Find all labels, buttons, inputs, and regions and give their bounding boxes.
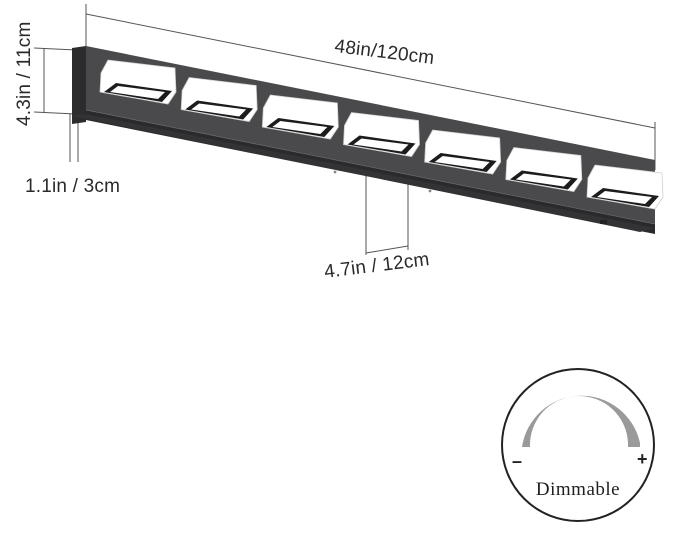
- dimmable-badge: – + Dimmable: [500, 367, 656, 523]
- dimmer-dial-icon: [501, 368, 655, 522]
- depth-dimension-line: [69, 114, 79, 162]
- light-heads: [99, 59, 664, 210]
- plus-icon: +: [637, 449, 648, 469]
- minus-icon: –: [512, 451, 523, 471]
- height-label: 4.3in / 11cm: [14, 21, 35, 127]
- dimmer-arc-icon: [522, 395, 640, 447]
- height-dimension-line: [33, 47, 77, 115]
- light-head: [505, 147, 583, 192]
- light-head: [586, 164, 664, 210]
- depth-label: 1.1in / 3cm: [25, 176, 121, 197]
- light-head: [343, 112, 420, 157]
- light-head: [424, 129, 502, 175]
- dimmable-label: Dimmable: [535, 479, 621, 500]
- light-head: [261, 94, 339, 140]
- light-head: [180, 77, 258, 122]
- light-head: [99, 59, 177, 105]
